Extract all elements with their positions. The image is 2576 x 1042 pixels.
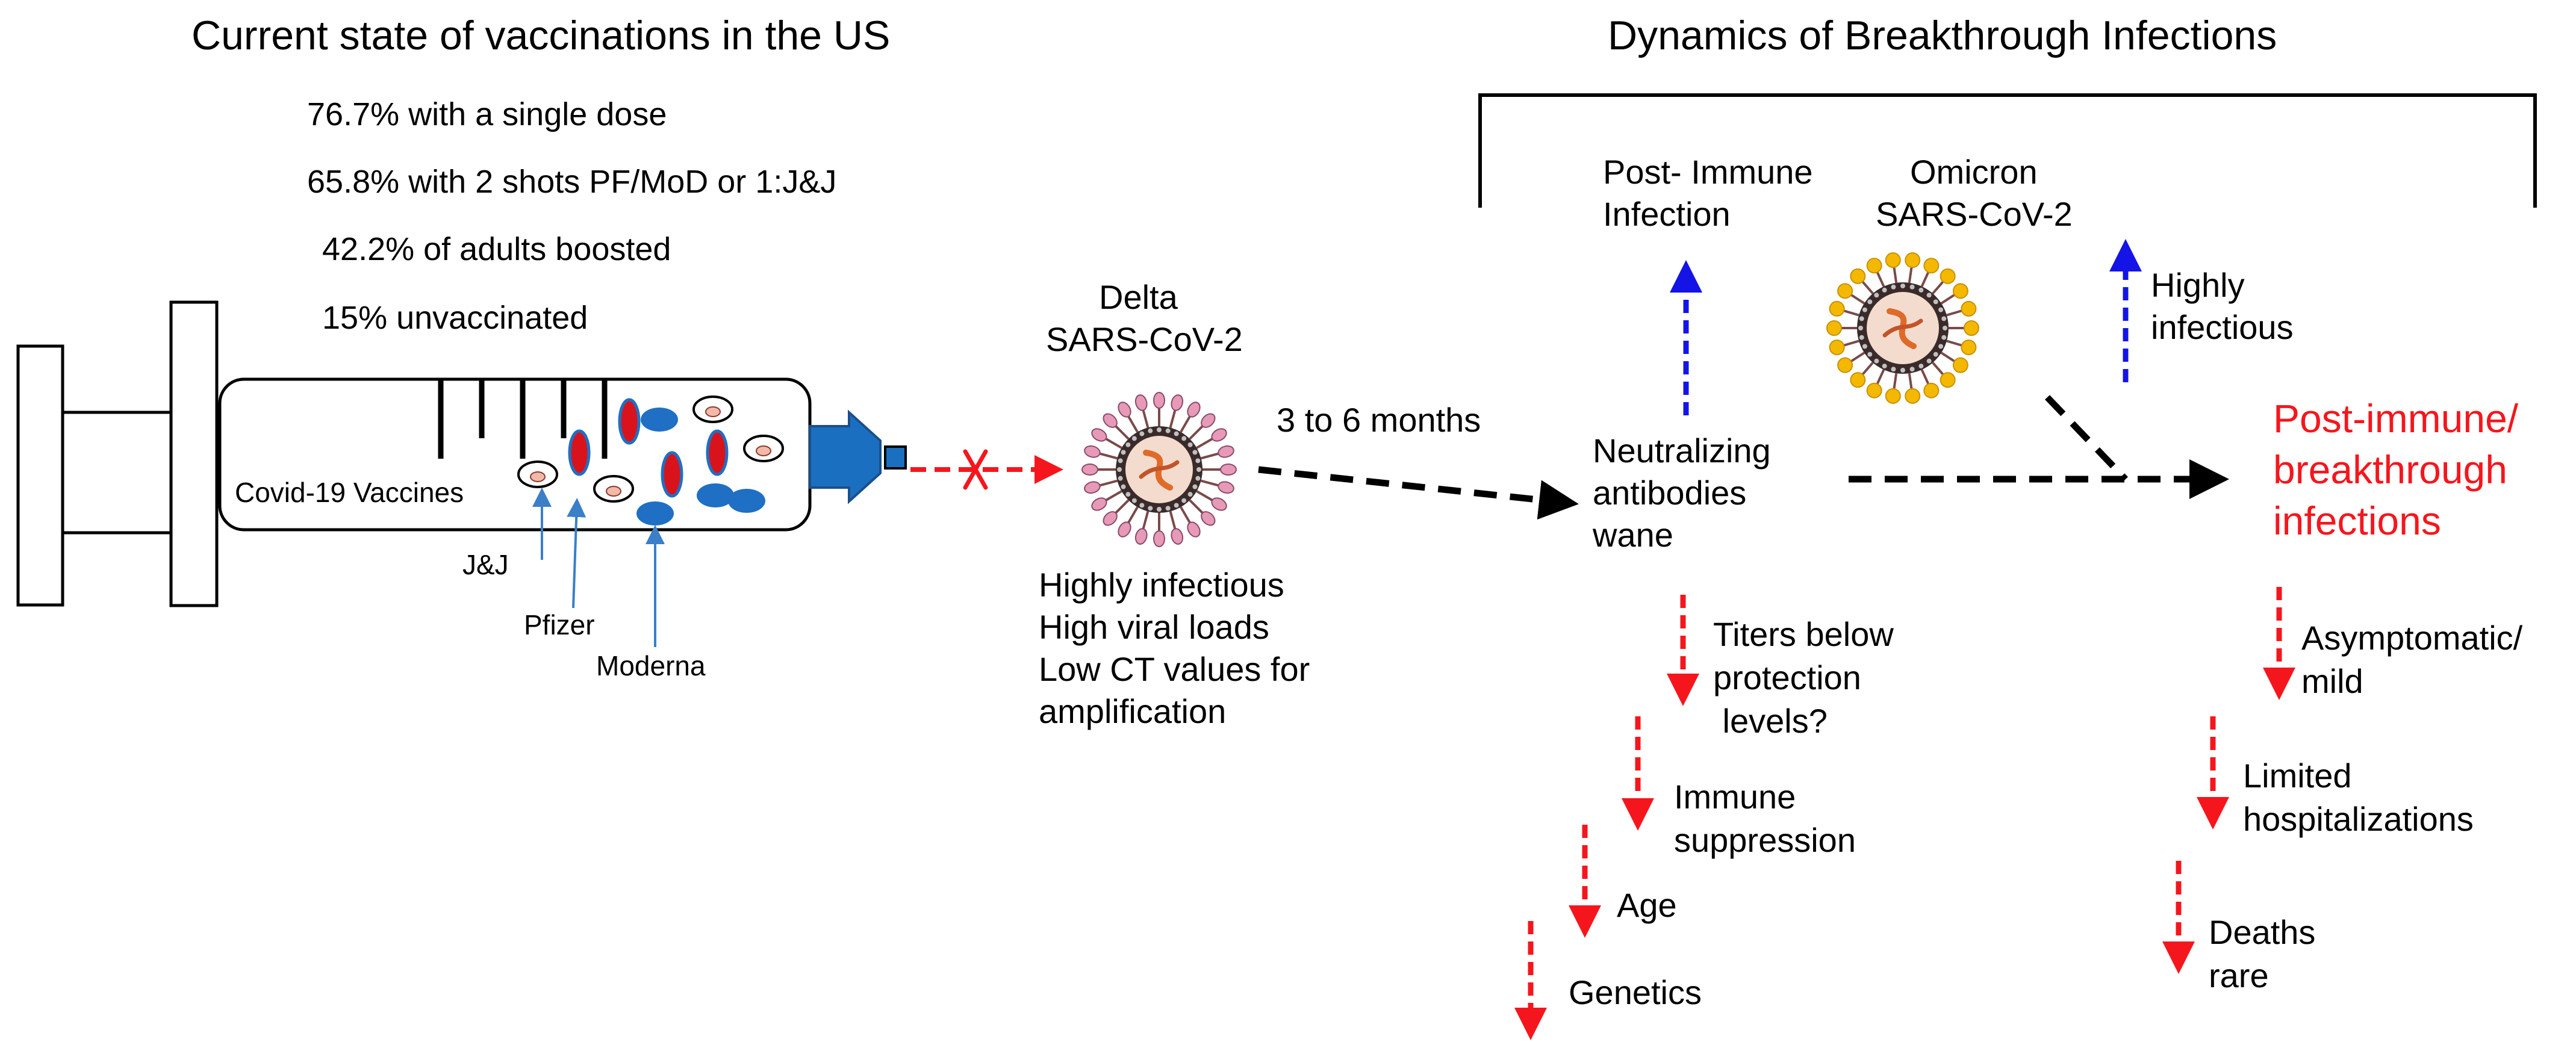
omicron-virus-icon (1826, 252, 1979, 404)
stat-boosted: 42.2% of adults boosted (322, 231, 671, 267)
delta-name-line2: SARS-CoV-2 (1046, 320, 1243, 358)
outcome-line1: Post-immune/ (2273, 396, 2519, 441)
vaccine-label-pfizer: Pfizer (524, 609, 595, 640)
omicron-trait-line1: Highly (2151, 266, 2245, 304)
delta-name-line1: Delta (1099, 278, 1178, 316)
factor-titers-line3: levels? (1713, 702, 1828, 740)
syringe-plunger-tip (809, 409, 882, 504)
consequence-hosp-line2: hospitalizations (2243, 800, 2474, 838)
right-section-title: Dynamics of Breakthrough Infections (1608, 13, 2277, 58)
omicron-trait-line2: infectious (2151, 308, 2294, 346)
delta-trait-4: amplification (1039, 692, 1227, 730)
jj-particles (517, 395, 784, 503)
syringe-flange (169, 300, 219, 607)
factor-age: Age (1617, 886, 1677, 924)
pfizer-particles (568, 398, 729, 498)
block-x-icon (963, 449, 988, 490)
moderna-particles (636, 408, 765, 526)
syringe (16, 300, 907, 607)
outcome-line3: infections (2273, 498, 2441, 543)
neutralizing-line1: Neutralizing (1593, 432, 1771, 470)
omicron-name-line2: SARS-CoV-2 (1876, 195, 2073, 233)
omicron-name-line1: Omicron (1910, 153, 2038, 191)
outcome-line2: breakthrough (2273, 447, 2507, 492)
delta-trait-3: Low CT values for (1039, 650, 1310, 688)
factor-immune-line2: suppression (1674, 821, 1856, 859)
pfizer-pointer (567, 498, 586, 609)
post-immune-infection-line1: Post- Immune (1603, 153, 1813, 191)
plunger-thumb-rest (16, 344, 64, 607)
delta-to-neutralizing-arrow (1258, 466, 1579, 520)
plunger-rod (61, 411, 173, 535)
timespan-label: 3 to 6 months (1277, 401, 1481, 439)
factor-titers-line1: Titers below (1713, 615, 1894, 653)
section-bracket (1478, 93, 2537, 208)
vaccine-label-moderna: Moderna (596, 650, 706, 681)
factor-genetics: Genetics (1569, 973, 1702, 1011)
neutralizing-line2: antibodies (1593, 474, 1747, 512)
stat-two-shots: 65.8% with 2 shots PF/MoD or 1:J&J (307, 164, 837, 200)
left-section-title: Current state of vaccinations in the US (191, 13, 891, 58)
consequence-mild-line2: mild (2301, 662, 2363, 700)
stat-single-dose: 76.7% with a single dose (307, 96, 667, 132)
factor-titers-line2: protection (1713, 659, 1861, 696)
vaccines-label: Covid-19 Vaccines (235, 477, 464, 508)
delta-virus-icon (1081, 392, 1237, 547)
consequence-mild-line1: Asymptomatic/ (2301, 619, 2523, 657)
dose-markings (438, 379, 608, 459)
factor-immune-line1: Immune (1674, 778, 1796, 816)
consequence-deaths-line2: rare (2209, 957, 2269, 994)
neutralizing-line3: wane (1593, 516, 1673, 554)
consequence-deaths-line1: Deaths (2209, 913, 2316, 951)
consequence-hosp-line1: Limited (2243, 757, 2352, 795)
delta-trait-2: High viral loads (1039, 608, 1269, 646)
vaccine-label-jj: J&J (462, 549, 509, 580)
syringe-nozzle (884, 445, 907, 470)
post-immune-infection-line2: Infection (1603, 195, 1731, 233)
omicron-to-outcome-arrow (2045, 395, 2128, 482)
stat-unvaccinated: 15% unvaccinated (322, 300, 588, 336)
delta-trait-1: Highly infectious (1039, 566, 1284, 604)
